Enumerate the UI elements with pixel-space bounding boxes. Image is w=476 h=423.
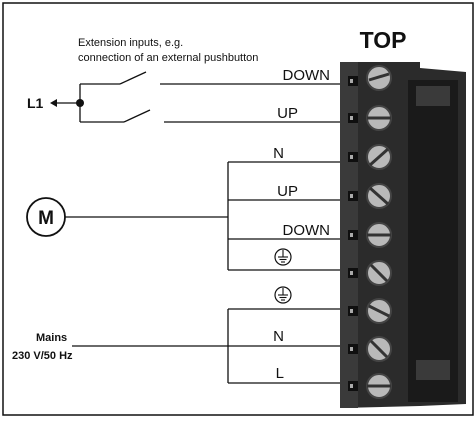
earth-ground-icon: [274, 286, 292, 304]
mains-label: Mains: [36, 332, 67, 344]
earth-ground-icon: [274, 248, 292, 266]
screw-terminal-icon: [348, 105, 392, 131]
extension-note-line1: Extension inputs, e.g.: [78, 37, 183, 49]
extension-inputs: L1: [27, 71, 340, 123]
diagram-border: [2, 2, 474, 416]
terminal-block: [340, 62, 466, 408]
mains-voltage-label: 230 V/50 Hz: [12, 350, 73, 362]
arrow-left-icon: [50, 99, 79, 107]
mains-wiring: [72, 308, 340, 384]
screw-terminal-icon: [348, 298, 392, 324]
screw-terminal-icon: [348, 222, 392, 248]
motor-wiring: M: [26, 161, 340, 271]
pushbutton-down-switch: [119, 71, 147, 85]
screw-terminal-icon: [348, 336, 392, 362]
terminal-label-up-motor: UP: [277, 183, 298, 200]
terminal-label-n-motor: N: [273, 145, 284, 162]
motor-label: M: [38, 208, 54, 229]
recess-highlight: [416, 360, 450, 380]
top-label: TOP: [360, 27, 407, 53]
screw-terminal-icon: [348, 144, 392, 170]
terminal-block-right-recess: [408, 80, 458, 402]
screw-terminal-icon: [348, 65, 392, 91]
screw-terminal-icon: [348, 373, 392, 399]
pushbutton-up-switch: [123, 109, 151, 123]
extension-note-line2: connection of an external pushbutton: [78, 52, 258, 64]
screw-terminal-icon: [348, 260, 392, 286]
terminal-label-l-mains: L: [276, 365, 284, 382]
l1-label: L1: [27, 95, 44, 111]
terminal-label-up-ext: UP: [277, 105, 298, 122]
screw-terminal-icon: [348, 183, 392, 209]
terminal-label-n-mains: N: [273, 328, 284, 345]
terminal-label-down-motor: DOWN: [283, 222, 331, 239]
terminal-label-down-ext: DOWN: [283, 67, 331, 84]
recess-highlight: [416, 86, 450, 106]
